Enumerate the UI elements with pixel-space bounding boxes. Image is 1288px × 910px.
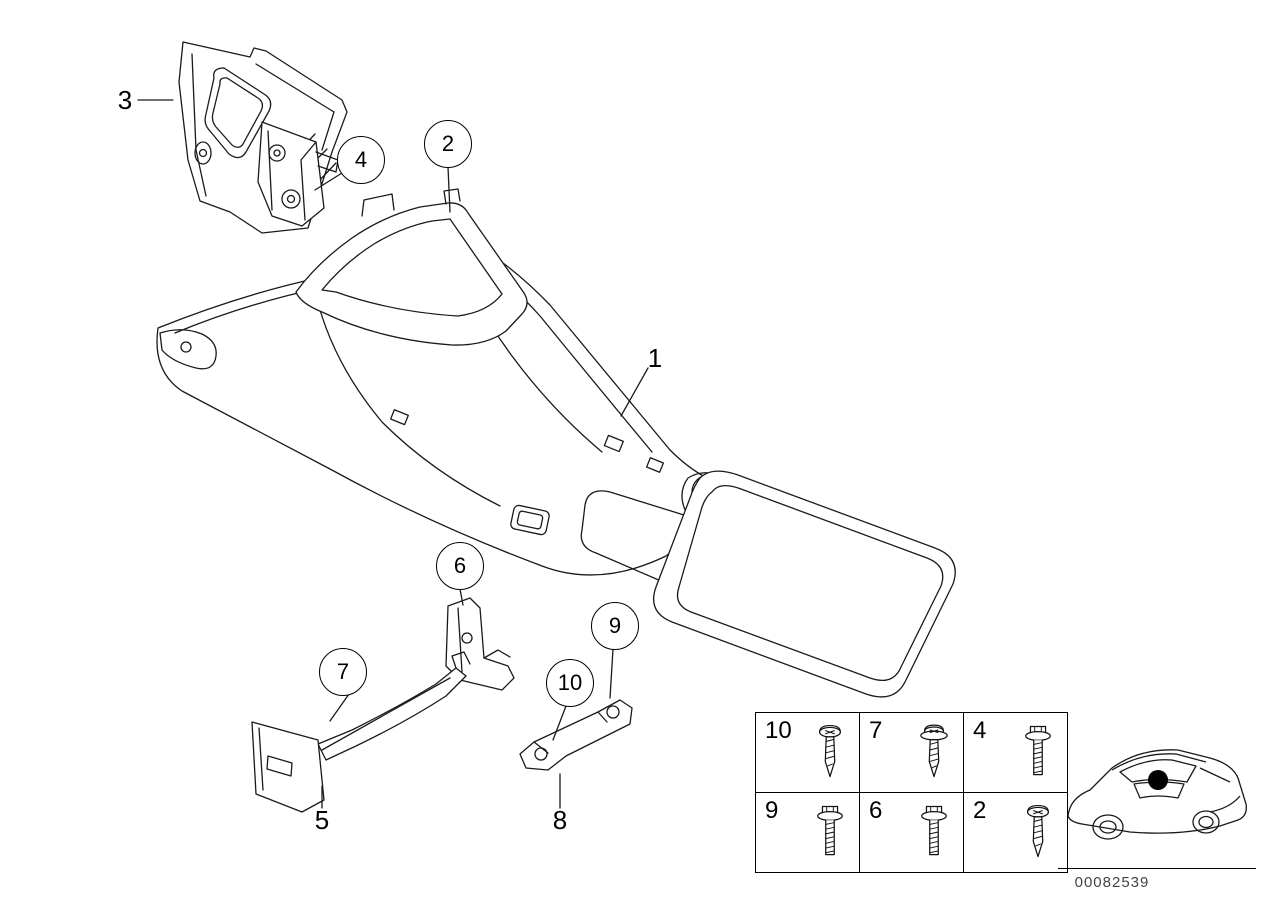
fastener-label-10: 10: [765, 717, 792, 744]
fastener-cell-7[interactable]: 7: [859, 712, 964, 793]
callout-4[interactable]: 4: [337, 136, 385, 184]
fastener-label-7: 7: [869, 717, 883, 744]
callout-3[interactable]: 3: [117, 85, 133, 115]
callout-leader-lines: [137, 99, 649, 809]
washer-head-screw-icon: [920, 724, 948, 778]
part-4-mounting-bracket: [257, 121, 339, 227]
location-dot: [1148, 770, 1168, 790]
callout-6[interactable]: 6: [436, 542, 484, 590]
fastener-label-4: 4: [973, 717, 987, 744]
callout-8[interactable]: 8: [552, 805, 568, 835]
fastener-legend-table: 10 7 4: [755, 712, 1068, 873]
callout-5[interactable]: 5: [314, 805, 330, 835]
fastener-cell-9[interactable]: 9: [755, 792, 860, 873]
fastener-cell-6[interactable]: 6: [859, 792, 964, 873]
part-2-frame: [295, 188, 528, 346]
part-number-divider: [1058, 868, 1256, 869]
part-number: 00082539: [1074, 874, 1150, 891]
car-location-thumbnail: [1067, 749, 1247, 840]
part-5-7-bracket: [251, 651, 471, 813]
hex-flange-bolt-icon: [1025, 725, 1051, 776]
callout-1[interactable]: 1: [647, 343, 663, 373]
callout-7[interactable]: 7: [319, 648, 367, 696]
fastener-cell-4[interactable]: 4: [963, 712, 1068, 793]
pan-head-screw-icon: [1026, 804, 1050, 858]
fastener-cell-10[interactable]: 10: [755, 712, 860, 793]
fastener-label-9: 9: [765, 797, 779, 824]
fastener-cell-2[interactable]: 2: [963, 792, 1068, 873]
hex-flange-bolt-icon: [921, 805, 947, 856]
hex-flange-bolt-icon: [817, 805, 843, 856]
callout-10[interactable]: 10: [546, 659, 594, 707]
fastener-label-2: 2: [973, 797, 987, 824]
callout-9[interactable]: 9: [591, 602, 639, 650]
callout-2[interactable]: 2: [424, 120, 472, 168]
fastener-label-6: 6: [869, 797, 883, 824]
part-1-armrest-lid: [652, 470, 956, 698]
pan-head-screw-icon: [818, 724, 842, 778]
part-8-bracket: [519, 699, 633, 771]
